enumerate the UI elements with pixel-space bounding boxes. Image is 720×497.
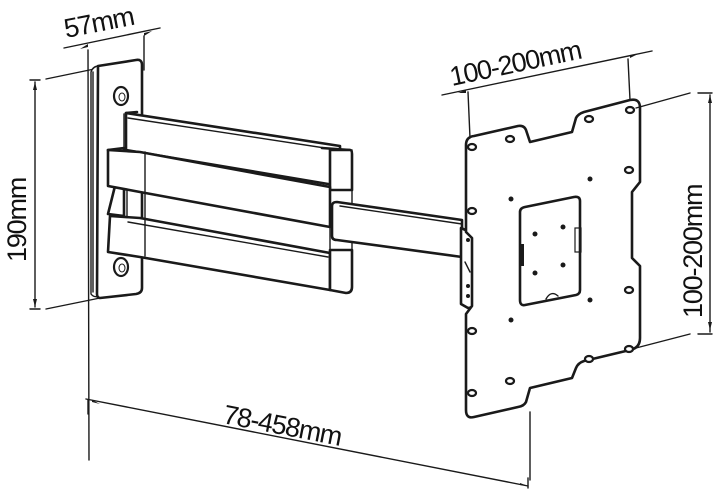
dimension-extension: 78-458mm (85, 398, 531, 489)
label-190mm: 190mm (2, 178, 32, 262)
wall-plate-hole-top (112, 85, 130, 107)
label-vesa-vertical: 100-200mm (678, 185, 708, 318)
dimension-vesa-vertical: 100-200mm (635, 92, 713, 349)
label-vesa-horizontal: 100-200mm (447, 35, 584, 92)
vesa-plate (464, 98, 642, 419)
label-57mm: 57mm (61, 1, 136, 44)
lower-arm (106, 148, 354, 295)
label-extension: 78-458mm (221, 399, 344, 451)
wall-plate-hole-bottom (112, 256, 130, 278)
dimension-190mm: 190mm (2, 66, 105, 310)
